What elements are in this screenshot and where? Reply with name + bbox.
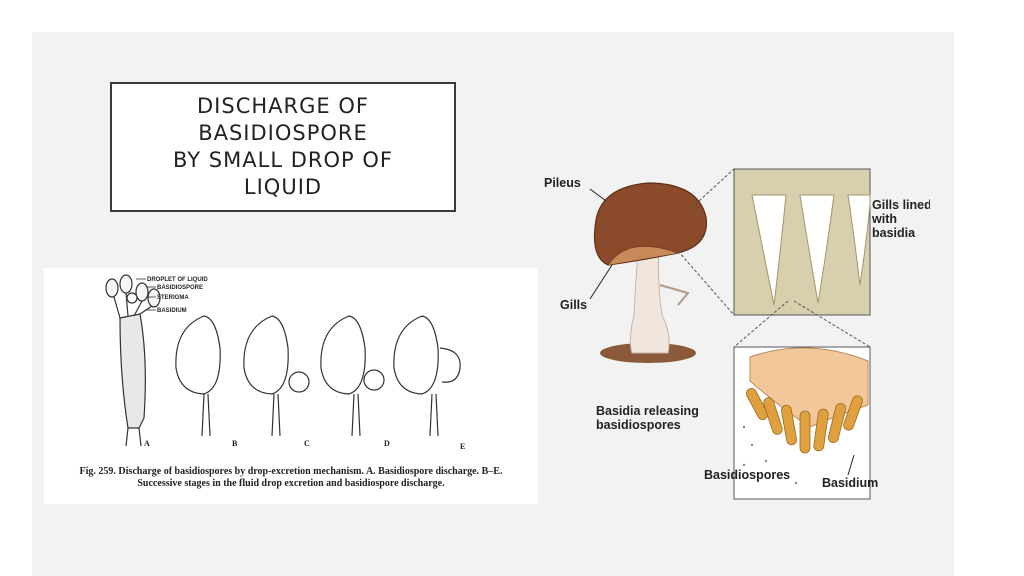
- stage-c: [243, 315, 310, 437]
- label-releasing-1: Basidia releasing: [596, 404, 699, 418]
- stage-label-c: C: [304, 439, 310, 448]
- gill-section-drawing: [751, 194, 871, 306]
- label-pileus: Pileus: [544, 176, 581, 190]
- stage-label-d: D: [384, 439, 390, 448]
- label-gills-lined-3: basidia: [872, 226, 916, 240]
- label-gills-lined-1: Gills lined: [872, 198, 930, 212]
- callout-basidiospore: BASIDIOSPORE: [157, 285, 203, 291]
- label-gills: Gills: [560, 298, 587, 312]
- zoom-connectors: [677, 168, 871, 348]
- title-box: DISCHARGE OF BASIDIOSPORE BY SMALL DROP …: [110, 82, 456, 212]
- basidia-cluster: [745, 388, 863, 454]
- mushroom-anatomy-drawing: Pileus Gills Gills lined with basidia Ba…: [544, 168, 932, 500]
- gills-underside: [607, 245, 679, 266]
- gill-section-box: [733, 168, 871, 316]
- slide-title: DISCHARGE OF BASIDIOSPORE BY SMALL DROP …: [173, 94, 393, 199]
- caption-line-1: Fig. 259. Discharge of basidiospores by …: [79, 466, 503, 477]
- mushroom-anatomy-figure: Pileus Gills Gills lined with basidia Ba…: [538, 165, 932, 505]
- label-gills-lined-2: with: [871, 212, 897, 226]
- callout-droplet: DROPLET OF LIQUID: [147, 277, 208, 283]
- label-basidium: Basidium: [822, 476, 878, 490]
- pileus-cap: [593, 182, 708, 266]
- stage-e: [393, 315, 461, 437]
- stage-d: [320, 315, 385, 437]
- callout-leaders: [136, 278, 156, 311]
- stage-label-a: A: [144, 439, 150, 448]
- released-spores: [742, 425, 798, 485]
- stage-label-b: B: [232, 439, 238, 448]
- label-basidiospores: Basidiospores: [704, 468, 790, 482]
- figure-caption: Fig. 259. Discharge of basidiospores by …: [44, 466, 538, 490]
- stage-a-basidium: [105, 274, 161, 447]
- drop-excretion-figure: DROPLET OF LIQUID BASIDIOSPORE STERIGMA …: [44, 268, 538, 504]
- callout-sterigma: STERIGMA: [157, 295, 189, 301]
- stage-b: [175, 315, 221, 437]
- caption-line-2: Successive stages in the fluid drop excr…: [137, 478, 445, 489]
- callout-basidium: BASIDIUM: [157, 308, 187, 314]
- stage-label-e: E: [460, 442, 465, 451]
- label-leaders: [589, 188, 855, 476]
- label-releasing-2: basidiospores: [596, 418, 681, 432]
- ring-fragment: [659, 284, 690, 306]
- drop-excretion-drawing: DROPLET OF LIQUID BASIDIOSPORE STERIGMA …: [105, 274, 465, 451]
